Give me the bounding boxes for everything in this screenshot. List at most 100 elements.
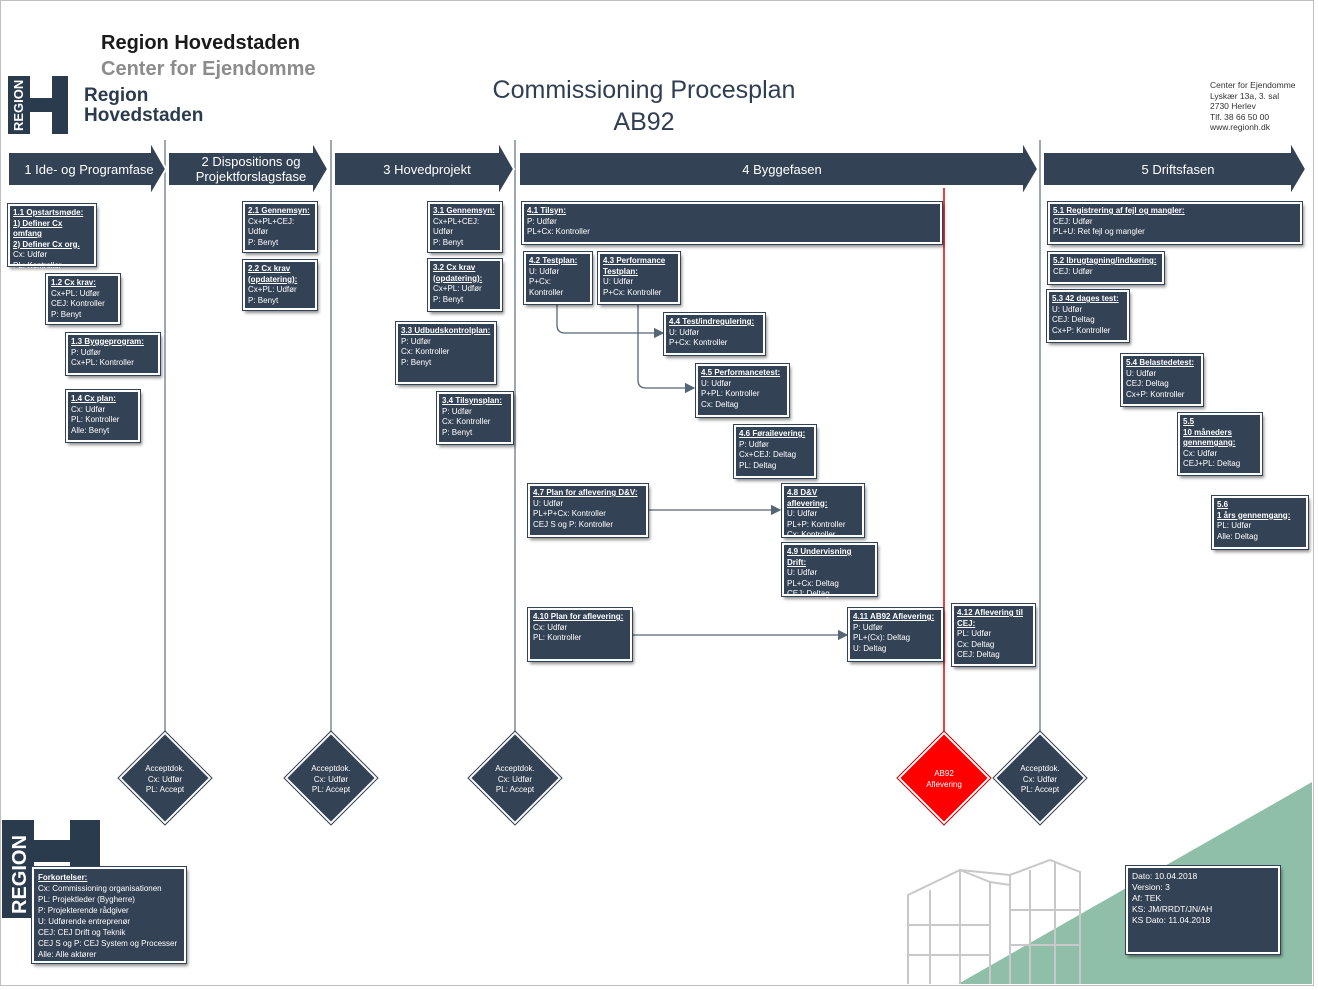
gate-line: Cx: Udfør [313, 774, 349, 784]
activity-title: 5.5 [1183, 417, 1195, 426]
gate-line: Cx: Udfør [147, 774, 183, 784]
gate-line: Acceptdok. [495, 764, 535, 773]
logo-text-line1: Region [84, 85, 149, 106]
activity-role-line: Cx: Udfør [13, 250, 48, 259]
activity-box: 5.1 Registrering af fejl og mangler:CEJ:… [1047, 201, 1303, 245]
gate-line: AB92 [934, 769, 954, 778]
gate-line: Aflevering [926, 779, 962, 789]
activity-role-line: U: Udfør [787, 509, 818, 518]
activity-role-line: P+Cx: Kontroller [603, 287, 662, 297]
activity-role-line: Cx: Udfør [533, 622, 568, 632]
abbreviation-line: P: Projekterende rådgiver [38, 906, 129, 915]
activity-title: 1.2 Cx krav: [51, 278, 96, 287]
phase-label-line: 1 Ide- og Programfase [24, 162, 154, 177]
activity-title: 1 års gennemgang: [1217, 510, 1291, 520]
gate-line: PL: Accept [1020, 785, 1060, 794]
activity-title: 4.7 Plan for aflevering D&V: [533, 488, 638, 497]
doc-info-line: Version: 3 [1132, 882, 1170, 892]
connectors [556, 305, 849, 641]
diagram-title: Commissioning Procesplan AB92 [434, 74, 854, 138]
activity-role-line: CEJ S og P: Kontroller [533, 519, 614, 529]
activity-title: gennemgang: [1183, 438, 1236, 447]
activity-title: 4.11 AB92 Aflevering: [853, 612, 935, 621]
activity-role-line: CEJ+PL: Deltag [1183, 459, 1241, 468]
phase-label-3: 3 Hovedprojekt [338, 162, 516, 177]
diagram-title-line1: Commissioning Procesplan [492, 76, 796, 104]
activity-role-line: PL: Deltag [739, 460, 777, 470]
phase-label-line: Projektforslagsfase [195, 169, 307, 184]
abbreviation-line: Cx: Commissioning organisationen [38, 884, 162, 893]
activity-title: 4.2 Testplan: [529, 256, 578, 265]
activity-role-line: P: Benyt [433, 294, 464, 304]
activity-title: Testplan: [603, 266, 638, 276]
activity-role-line: P: Benyt [248, 295, 279, 305]
activity-title: 10 måneders [1183, 427, 1232, 437]
gate-line: Acceptdok. [145, 764, 185, 773]
activity-role-line: P: Udfør [71, 347, 101, 357]
activity-role-line: P: Benyt [51, 309, 82, 319]
activity-role-line: P+PL: Kontroller [701, 389, 760, 398]
abbreviation-line: CEJ S og P: CEJ System og Processer [38, 939, 178, 948]
activity-role-line: U: Udfør [701, 378, 732, 388]
gate-line: Cx: Udfør [497, 774, 533, 784]
gate-line: Acceptdok. [1020, 764, 1060, 773]
activity-title: 4.5 Performancetest: [701, 368, 781, 377]
activity-title: 4.8 D&V aflevering: [787, 488, 828, 508]
activity-role-line: PL: Udfør [1217, 521, 1252, 530]
activity-role-line: Cx+PL: Kontroller [71, 358, 134, 367]
activity-role-line: PL+Cx: Deltag [787, 578, 839, 588]
phase-boundary-lines [164, 140, 1041, 732]
activity-role-line: PL: Udfør [957, 629, 992, 638]
activity-role-line: CEJ: Deltag [957, 650, 1000, 659]
activity-role-line: P: Benyt [248, 237, 279, 247]
activity-role-line: P: Benyt [401, 357, 432, 367]
logo-text: Region Hovedstaden [84, 86, 203, 126]
activity-role-line: Cx: Deltag [701, 399, 739, 409]
gate-line: PL: Accept [311, 785, 351, 794]
activity-role-line: U: Udfør [533, 498, 564, 508]
activity-role-line: Cx+CEJ: Deltag [739, 450, 797, 459]
activity-title: 5.4 Belastedetest: [1126, 358, 1195, 367]
activity-role-line: U: Udfør [1052, 304, 1083, 314]
activity-title: (opdatering): [248, 274, 298, 284]
contact-line: Center for Ejendomme [1210, 80, 1296, 90]
contact-line: 2730 Herlev [1210, 101, 1256, 111]
doc-info-line: Af: TEK [1132, 893, 1162, 903]
activity-role-line: Alle: Benyt [71, 425, 110, 435]
phase-arrow-3 [333, 138, 516, 198]
activity-role-line: Cx+PL: Udfør [433, 284, 482, 293]
activity-title: 3.1 Gennemsyn: [433, 206, 495, 215]
region-logo: REGION [8, 76, 68, 134]
activity-role-line: CEJ: Deltag [1052, 315, 1095, 324]
activity-role-line: Cx+P: Kontroller [1052, 325, 1111, 335]
activity-role-line: P: Udfør [401, 336, 431, 346]
activity-title: CEJ: [957, 618, 976, 628]
gate-diamond-2 [284, 731, 378, 825]
activity-role-line: U: Udfør [603, 277, 634, 286]
phase-label-5: 5 Driftsfasen [1046, 162, 1310, 177]
activity-role-line: Cx+P: Kontroller [1126, 389, 1185, 399]
activity-title: 4.4 Test/indregulering: [669, 317, 755, 326]
activity-role-line: U: Udfør [787, 568, 818, 577]
activity-role-line: P: Udfør [853, 622, 883, 632]
activity-role-line: U: Udfør [529, 266, 560, 276]
doc-info-line: KS Dato: 11.04.2018 [1132, 915, 1211, 925]
activity-role-line: U: Udfør [669, 327, 700, 337]
activity-role-line: Cx+PL+CEJ: [433, 216, 480, 226]
activity-role-line: Cx: Kontroller [401, 347, 450, 356]
activity-role-line: Cx+PL+CEJ: [248, 216, 295, 226]
